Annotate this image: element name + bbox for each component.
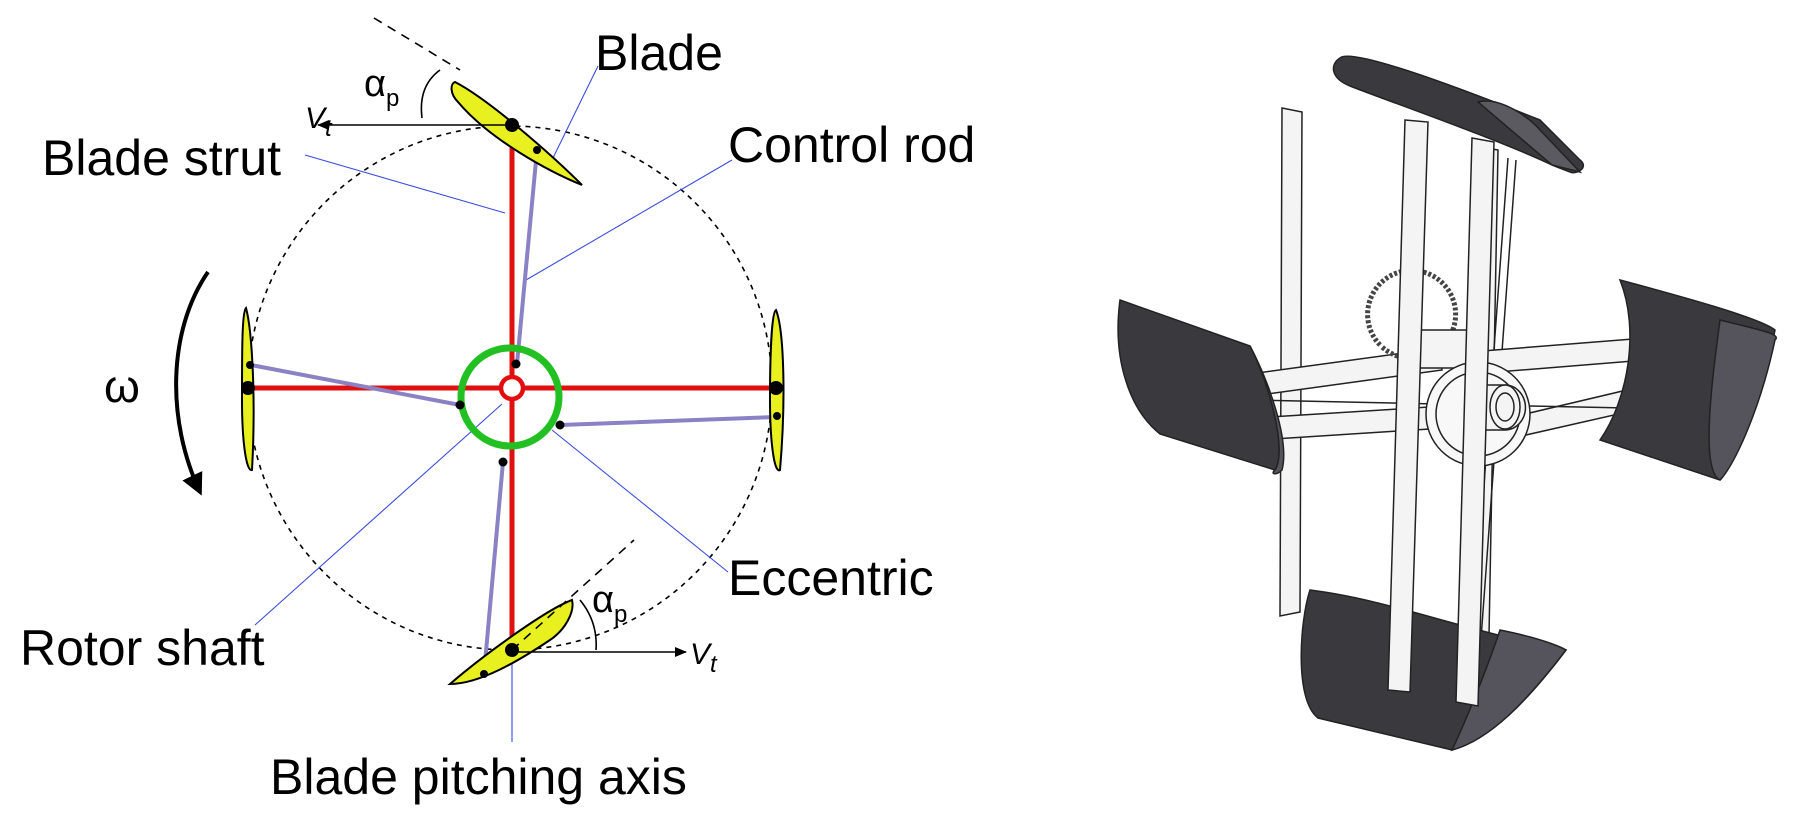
pivot-right (769, 381, 783, 395)
render-blade-right-end (1708, 319, 1778, 481)
alpha-arc-bottom (579, 599, 597, 651)
label-blade-strut: Blade strut (42, 130, 281, 186)
leader-lines (254, 65, 733, 742)
rod-joint-right-eccentric (555, 420, 565, 430)
control-rod-bottom (482, 460, 505, 676)
rod-joint-right-blade (773, 412, 781, 420)
rotor-3d-render (1117, 55, 1778, 752)
rotor-shaft-end (1489, 384, 1521, 430)
control-rod-top (515, 148, 539, 366)
control-rod-leader (525, 159, 733, 281)
vt-label-top: Vt (305, 102, 333, 142)
vt-label-bottom: Vt (690, 638, 718, 678)
rotation-arrow (174, 270, 210, 496)
alpha-arc-top (420, 69, 441, 119)
control-rods (249, 148, 779, 676)
rotor-shaft-bore (1495, 392, 1515, 422)
rod-joint-bottom-blade (480, 670, 488, 678)
strut-vertical-front-right (1455, 137, 1495, 707)
eccentric-leader (551, 429, 729, 573)
render-blade-bottom-end (1450, 629, 1568, 752)
chord-line-bottom (511, 539, 635, 651)
strut-vertical-front-left (1387, 119, 1429, 693)
render-blade-top (1332, 55, 1585, 174)
control-rod-right (558, 415, 779, 427)
control-rod-left (249, 363, 462, 407)
render-blade-left (1117, 298, 1280, 471)
blade-strut-leader (304, 154, 506, 214)
rotor-shaft-leader (254, 403, 503, 626)
alpha-symbol-top: αp (364, 63, 399, 112)
label-control-rod: Control rod (728, 117, 975, 173)
blade-bottom (447, 598, 574, 686)
pivot-left (241, 381, 255, 395)
render-blade-top-end (1476, 100, 1583, 174)
rod-joint-top-eccentric (511, 359, 521, 369)
rod-joint-left-blade (246, 361, 254, 369)
schematic-diagram: αp Vt αp Vt ω Blade Blade strut Control … (20, 17, 975, 805)
render-blades (1117, 55, 1778, 752)
label-rotor-shaft: Rotor shaft (20, 620, 265, 676)
label-eccentric: Eccentric (728, 550, 934, 606)
omega-label: ω (104, 360, 140, 412)
label-blade: Blade (595, 25, 723, 81)
render-blade-left-end (1249, 345, 1285, 475)
rod-joint-top-blade (533, 146, 541, 154)
chord-line-top (373, 17, 461, 71)
vertical-struts-front (1387, 119, 1495, 707)
blade-top (450, 80, 583, 186)
label-blade-pitching-axis: Blade pitching axis (270, 749, 687, 805)
alpha-symbol-bottom: αp (592, 579, 627, 628)
blade-leader (551, 65, 599, 161)
rotor-shaft (498, 374, 526, 402)
rod-joint-bottom-eccentric (498, 457, 508, 467)
rod-joint-left-eccentric (455, 400, 465, 410)
eccentric-ring (457, 344, 563, 450)
strut-vertical-left (1279, 107, 1303, 617)
